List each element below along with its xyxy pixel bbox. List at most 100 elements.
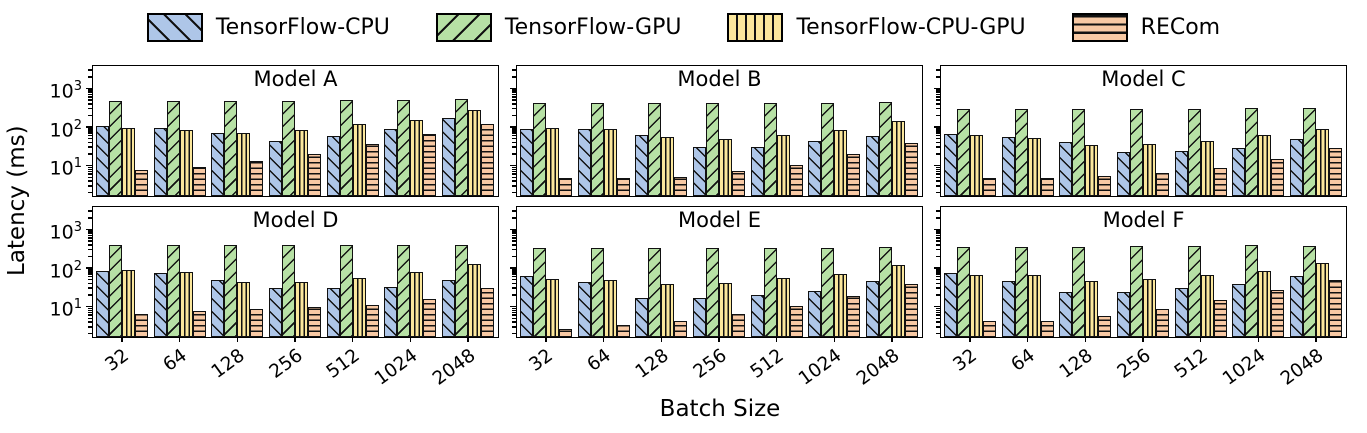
bar: [179, 272, 193, 337]
bar: [1232, 148, 1246, 196]
x-tick-label: 256: [265, 345, 307, 383]
y-minor-tick: [512, 282, 516, 285]
y-minor-tick: [936, 141, 940, 144]
y-minor-tick: [512, 76, 516, 78]
x-tick: [1199, 337, 1202, 342]
y-minor-tick: [512, 232, 516, 234]
y-minor-tick: [88, 180, 92, 182]
y-minor-tick: [936, 255, 940, 258]
y-minor-tick: [512, 185, 516, 187]
bar: [295, 281, 308, 337]
bar: [789, 306, 803, 337]
x-tick: [1142, 337, 1144, 342]
x-tick-label: 512: [1171, 345, 1213, 383]
y-major-tick: [85, 164, 92, 167]
bar: [108, 101, 122, 196]
x-tick-label: 2048: [853, 345, 904, 390]
y-minor-tick: [88, 317, 92, 320]
bar: [1200, 141, 1214, 196]
bar: [410, 272, 424, 337]
y-minor-tick: [936, 287, 940, 289]
bar: [1290, 139, 1304, 196]
bar: [1085, 281, 1099, 337]
x-tick-label: 2048: [1277, 345, 1328, 390]
y-minor-tick: [88, 173, 92, 175]
y-major-tick: [933, 267, 940, 269]
y-minor-tick: [88, 332, 92, 335]
y-minor-tick: [936, 173, 940, 175]
x-tick-label: 128: [631, 345, 673, 383]
bar: [397, 100, 411, 196]
bar: [616, 178, 630, 196]
y-minor-tick: [88, 130, 92, 132]
y-minor-tick: [936, 168, 940, 171]
bar: [943, 133, 957, 196]
legend-label: TensorFlow-CPU-GPU: [796, 15, 1026, 40]
bar: [905, 284, 919, 337]
y-minor-tick: [936, 170, 940, 173]
y-minor-tick: [512, 166, 516, 169]
y-minor-tick: [936, 273, 940, 275]
bar: [732, 171, 745, 196]
x-tick-label: 64: [583, 345, 615, 376]
y-minor-tick: [936, 311, 940, 314]
bar: [719, 282, 732, 337]
bar: [423, 134, 437, 196]
bar: [847, 296, 861, 337]
bar: [648, 102, 662, 196]
y-minor-tick: [88, 282, 92, 285]
bar: [1316, 128, 1330, 196]
bar: [224, 101, 238, 196]
y-minor-tick: [936, 240, 940, 242]
bar: [956, 109, 970, 196]
y-minor-tick: [88, 89, 92, 91]
y-minor-tick: [88, 137, 92, 140]
bar: [545, 279, 559, 337]
y-minor-tick: [512, 93, 516, 96]
bar: [661, 284, 675, 337]
y-minor-tick: [88, 240, 92, 242]
bar: [134, 313, 148, 337]
bar: [282, 245, 295, 337]
x-tick: [1257, 337, 1260, 342]
x-tick: [602, 337, 605, 342]
y-minor-tick: [88, 153, 92, 155]
y-minor-tick: [512, 89, 516, 91]
y-minor-tick: [512, 132, 516, 134]
bar: [834, 273, 848, 337]
x-tick-label: 256: [689, 345, 731, 383]
y-minor-tick: [936, 244, 940, 246]
bar: [237, 132, 251, 196]
bar: [269, 141, 282, 196]
y-minor-tick: [936, 114, 940, 117]
bar: [326, 288, 340, 337]
y-minor-tick: [512, 168, 516, 171]
y-minor-tick: [512, 176, 516, 179]
x-tick: [545, 337, 547, 342]
y-minor-tick: [936, 278, 940, 281]
bar: [455, 244, 469, 337]
bar: [1258, 270, 1272, 337]
bar: [1303, 246, 1317, 337]
y-minor-tick: [936, 107, 940, 110]
bar: [982, 321, 996, 337]
bar: [834, 130, 848, 196]
y-minor-tick: [936, 91, 940, 93]
y-minor-tick: [512, 99, 516, 101]
bar: [1245, 244, 1259, 337]
bar: [1271, 290, 1285, 337]
bar: [481, 123, 495, 196]
x-tick-label: 32: [525, 345, 558, 376]
bar: [1213, 299, 1227, 337]
y-minor-tick: [512, 326, 516, 328]
bar: [211, 132, 225, 196]
x-tick: [178, 337, 181, 342]
bar: [847, 154, 861, 196]
y-minor-tick: [88, 146, 92, 148]
y-minor-tick: [88, 269, 92, 271]
y-major-tick: [85, 305, 92, 308]
y-minor-tick: [88, 307, 92, 310]
x-tick: [467, 337, 469, 342]
legend-item-recom: RECom: [1071, 13, 1220, 42]
y-minor-tick: [88, 141, 92, 144]
